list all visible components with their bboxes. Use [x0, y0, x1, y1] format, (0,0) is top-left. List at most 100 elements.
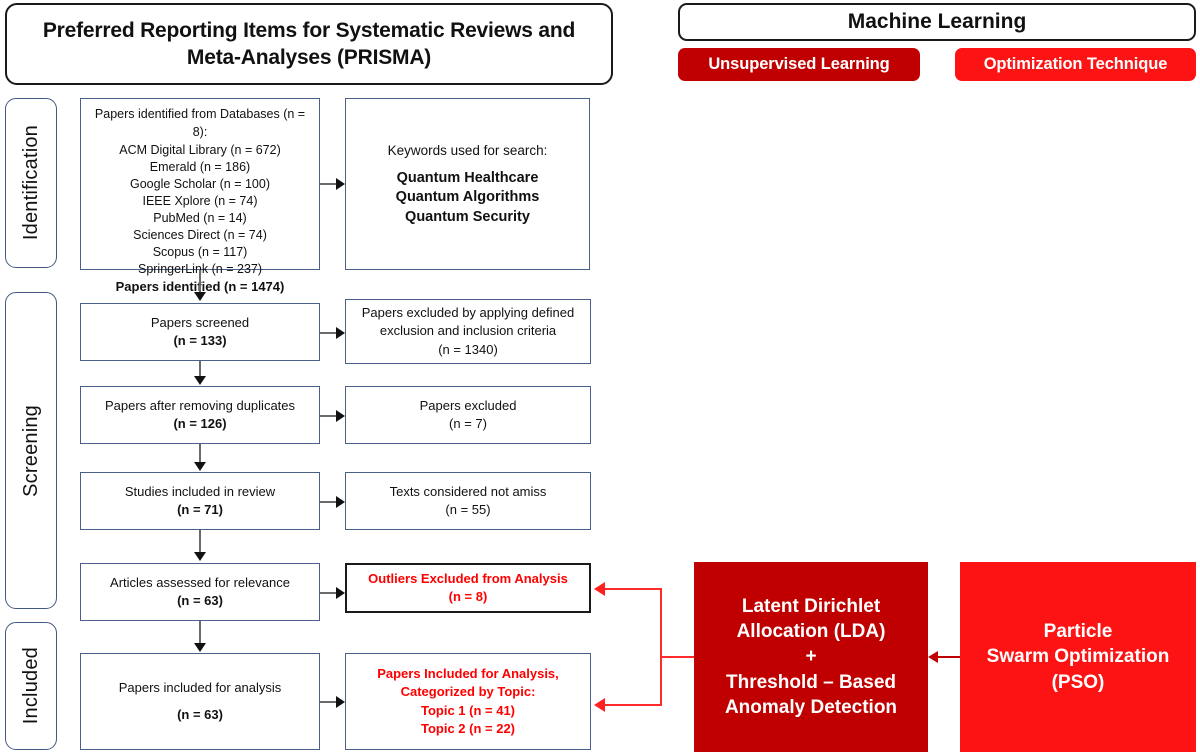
keyword-item: Quantum Algorithms	[395, 189, 540, 206]
pill-unsupervised-learning[interactable]: Unsupervised Learning	[678, 48, 920, 81]
box-papers-identified-sources: Papers identified from Databases (n = 8)…	[80, 98, 320, 294]
connector-arrow-down	[194, 376, 206, 385]
papers-excluded-criteria-count: (n = 1340)	[438, 341, 498, 357]
box-studies-included-review: Studies included in review (n = 71)	[80, 472, 320, 530]
papers-excluded-count: (n = 7)	[449, 416, 487, 431]
connector-arrow-right	[336, 696, 345, 708]
papers-categorized-title: Papers Included for Analysis,	[377, 665, 559, 681]
connector-arrow-down	[194, 552, 206, 561]
database-item: IEEE Xplore (n = 74)	[142, 193, 258, 208]
box-papers-after-duplicates: Papers after removing duplicates (n = 12…	[80, 386, 320, 444]
connector-arrow-down	[194, 462, 206, 471]
connector-arrow-right	[336, 178, 345, 190]
keyword-item: Quantum Healthcare	[396, 169, 539, 186]
stage-label-screening-text: Screening	[19, 404, 42, 497]
connector-line	[199, 361, 201, 379]
red-connector-line	[605, 588, 662, 590]
articles-assessed-label: Articles assessed for relevance	[110, 574, 290, 590]
papers-excluded-criteria-label: Papers excluded by applying defined excl…	[361, 304, 575, 339]
database-item: Google Scholar (n = 100)	[129, 176, 270, 191]
connector-line	[199, 270, 201, 295]
connector-arrow-right	[336, 587, 345, 599]
papers-after-duplicates-count: (n = 126)	[173, 416, 227, 431]
red-connector-arrow-left	[594, 698, 605, 712]
topic-1-count: Topic 1 (n = 41)	[420, 702, 516, 718]
stage-label-included-text: Included	[19, 647, 42, 725]
block-particle-swarm-optimization: Particle Swarm Optimization (PSO)	[960, 562, 1196, 752]
connector-line	[320, 592, 337, 594]
box-papers-excluded: Papers excluded (n = 7)	[345, 386, 591, 444]
box-papers-included-analysis: Papers included for analysis (n = 63)	[80, 653, 320, 750]
outliers-excluded-count: (n = 8)	[448, 589, 488, 604]
papers-excluded-label: Papers excluded	[419, 397, 517, 413]
papers-after-duplicates-label: Papers after removing duplicates	[104, 397, 296, 413]
papers-included-analysis-label: Papers included for analysis	[118, 679, 282, 695]
database-item: Emerald (n = 186)	[149, 159, 251, 174]
red-connector-line	[660, 656, 696, 658]
pso-line-1: Particle	[1043, 621, 1113, 643]
keyword-item: Quantum Security	[405, 208, 530, 225]
connector-line	[320, 415, 337, 417]
red-connector-arrow-left	[594, 582, 605, 596]
stage-label-identification-text: Identification	[19, 125, 42, 241]
red-connector-arrow-left	[928, 651, 938, 663]
pill-optimization-technique-label: Optimization Technique	[983, 55, 1168, 73]
red-connector-line	[660, 588, 662, 706]
connector-line	[320, 701, 337, 703]
connector-line	[320, 332, 337, 334]
connector-arrow-down	[194, 643, 206, 652]
topic-2-count: Topic 2 (n = 22)	[420, 720, 516, 736]
pill-optimization-technique[interactable]: Optimization Technique	[955, 48, 1196, 81]
outliers-excluded-label: Outliers Excluded from Analysis	[368, 570, 568, 586]
papers-screened-count: (n = 133)	[173, 333, 227, 348]
lda-line-2: Allocation (LDA)	[736, 621, 886, 643]
database-item: ACM Digital Library (n = 672)	[119, 142, 281, 157]
box-outliers-excluded: Outliers Excluded from Analysis (n = 8)	[345, 563, 591, 613]
box-articles-assessed: Articles assessed for relevance (n = 63)	[80, 563, 320, 621]
papers-screened-label: Papers screened	[150, 314, 250, 330]
machine-learning-title-text: Machine Learning	[847, 10, 1027, 33]
connector-line	[320, 501, 337, 503]
stage-label-included: Included	[5, 622, 57, 750]
box-papers-categorized-topics: Papers Included for Analysis, Categorize…	[345, 653, 591, 750]
pill-unsupervised-learning-label: Unsupervised Learning	[708, 55, 890, 73]
connector-line	[320, 183, 337, 185]
connector-line	[199, 444, 201, 465]
prisma-title-banner: Preferred Reporting Items for Systematic…	[5, 3, 613, 85]
box-texts-not-amiss: Texts considered not amiss (n = 55)	[345, 472, 591, 530]
box-keywords: Keywords used for search: Quantum Health…	[345, 98, 590, 270]
pso-line-3: (PSO)	[1051, 671, 1105, 693]
papers-included-analysis-count: (n = 63)	[177, 707, 223, 722]
lda-line-4: Threshold – Based	[726, 671, 896, 693]
machine-learning-title: Machine Learning	[678, 3, 1196, 41]
sources-header: Papers identified from Databases (n = 8)…	[94, 107, 306, 139]
connector-arrow-right	[336, 410, 345, 422]
database-item: SpringerLink (n = 237)	[137, 261, 263, 276]
stage-label-screening: Screening	[5, 292, 57, 609]
texts-not-amiss-count: (n = 55)	[445, 502, 491, 517]
connector-arrow-right	[336, 496, 345, 508]
keywords-header: Keywords used for search:	[387, 142, 548, 158]
box-papers-excluded-criteria: Papers excluded by applying defined excl…	[345, 299, 591, 364]
pso-line-2: Swarm Optimization	[986, 646, 1170, 668]
red-connector-line	[605, 704, 662, 706]
database-list: ACM Digital Library (n = 672) Emerald (n…	[119, 142, 281, 278]
database-item: Sciences Direct (n = 74)	[133, 227, 267, 242]
database-item: Scopus (n = 117)	[152, 244, 248, 259]
box-papers-screened: Papers screened (n = 133)	[80, 303, 320, 361]
connector-line	[199, 621, 201, 646]
texts-not-amiss-label: Texts considered not amiss	[389, 483, 547, 499]
articles-assessed-count: (n = 63)	[177, 593, 223, 608]
prisma-title-text: Preferred Reporting Items for Systematic…	[42, 18, 576, 69]
stage-label-identification: Identification	[5, 98, 57, 268]
lda-line-1: Latent Dirichlet	[741, 596, 881, 618]
database-item: PubMed (n = 14)	[153, 210, 247, 225]
connector-arrow-right	[336, 327, 345, 339]
block-lda-anomaly-detection: Latent Dirichlet Allocation (LDA) + Thre…	[694, 562, 928, 752]
studies-included-review-label: Studies included in review	[124, 483, 276, 499]
red-connector-line	[936, 656, 960, 658]
lda-line-5: Anomaly Detection	[724, 696, 898, 718]
papers-categorized-subtitle: Categorized by Topic:	[400, 684, 536, 700]
studies-included-review-count: (n = 71)	[177, 502, 223, 517]
